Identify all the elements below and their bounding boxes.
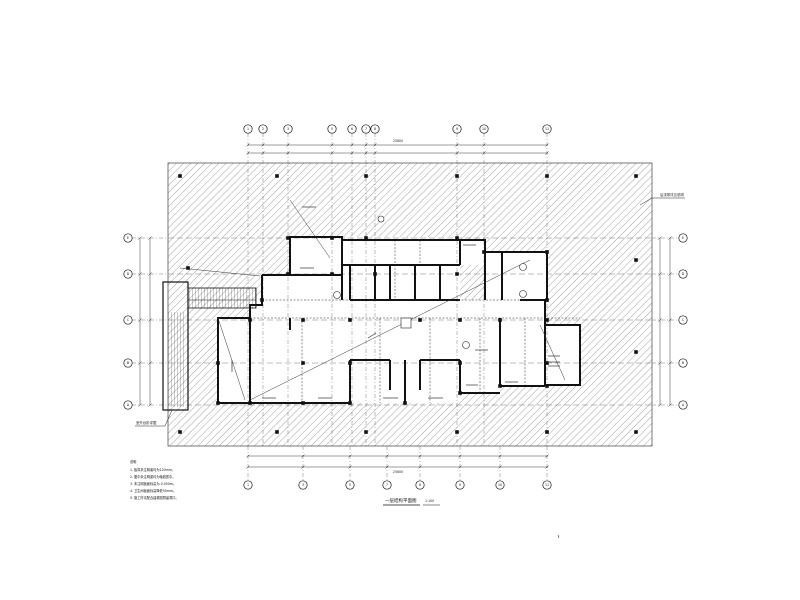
- axis-label: C: [682, 318, 685, 322]
- axis-bubble-bottom: 10: [495, 480, 505, 490]
- axis-label: 6: [351, 127, 353, 131]
- note-item: 1. 板厚未注明者均为120mm。: [130, 467, 175, 472]
- axis-bubbles-top: 1 2 3 5 6 7 8 9 10 11: [243, 124, 552, 134]
- axis-bubble-top: 7: [361, 124, 371, 134]
- axis-bubble-top: 9: [452, 124, 462, 134]
- slab-boundary: [167, 162, 653, 447]
- axis-label: D: [682, 272, 685, 276]
- callout-left-bottom: 室外台阶详图: [135, 409, 173, 427]
- axis-bubble-left: D: [123, 269, 133, 279]
- note-item: 2. 图中未注明梁均为轴线居中。: [130, 474, 176, 479]
- overall-dimension-bottom: 25800: [393, 470, 403, 474]
- callout-right-top: 后浇带详见说明: [639, 192, 685, 206]
- axis-label: 9: [459, 483, 461, 487]
- axis-bubble-right: C: [678, 315, 688, 325]
- axis-bubbles-right: E D C B A: [678, 233, 688, 410]
- axis-label: 11: [545, 127, 549, 131]
- axis-bubble-top: 2: [258, 124, 268, 134]
- axis-bubble-left: E: [123, 233, 133, 243]
- axis-label: E: [127, 236, 129, 240]
- axis-label: 9: [456, 127, 458, 131]
- callout-left-bottom-text: 室外台阶详图: [136, 420, 157, 425]
- axis-label: 8: [374, 127, 376, 131]
- axis-label: B: [682, 361, 684, 365]
- axis-label: 7: [386, 483, 388, 487]
- overall-dimension-top: 25800: [393, 139, 403, 143]
- axis-bubble-left: B: [123, 358, 133, 368]
- axis-bubble-bottom: 11: [542, 480, 552, 490]
- axis-label: 10: [482, 127, 486, 131]
- stray-mark: [557, 534, 560, 539]
- drawing-scale: 1:100: [425, 499, 434, 503]
- axis-bubble-right: B: [678, 358, 688, 368]
- note-item: 3. 未注明板面标高为-0.050m。: [130, 481, 176, 486]
- axis-bubble-bottom: 3: [298, 480, 308, 490]
- axis-label: 10: [498, 483, 502, 487]
- section-markers: [333, 215, 527, 349]
- axis-label: 3: [302, 483, 304, 487]
- axis-bubble-left: A: [123, 400, 133, 410]
- axis-bubble-top: 3: [283, 124, 293, 134]
- axis-bubble-right: D: [678, 269, 688, 279]
- axis-bubble-top: 6: [347, 124, 357, 134]
- axis-label: 8: [419, 483, 421, 487]
- stair-area: [162, 281, 257, 411]
- axis-label: D: [127, 272, 130, 276]
- side-dimension-ticks: [138, 236, 672, 407]
- room-tags: [231, 206, 560, 399]
- axis-label: 11: [545, 483, 549, 487]
- axis-bubble-bottom: 8: [415, 480, 425, 490]
- axis-bubbles-left: E D C B A: [123, 233, 133, 410]
- axis-bubble-bottom: 1: [243, 480, 253, 490]
- axis-label: 2: [262, 127, 264, 131]
- interior-rooms: [218, 237, 580, 403]
- axis-label: 7: [365, 127, 367, 131]
- axis-bubbles-bottom: 1 3 5 7 8 9 10 11: [243, 480, 552, 490]
- axis-bubble-right: E: [678, 233, 688, 243]
- axis-bubble-bottom: 9: [455, 480, 465, 490]
- bottom-dimension-ticks: [246, 454, 549, 469]
- drawing-title: 一层结构平面图: [385, 497, 417, 504]
- side-dimension-lines: [139, 238, 671, 405]
- axis-label: 3: [287, 127, 289, 131]
- axis-label: 1: [247, 483, 249, 487]
- axis-label: 5: [349, 483, 351, 487]
- axis-label: B: [127, 361, 129, 365]
- notes-heading: 说明: [130, 459, 136, 464]
- top-dimension-ticks: [246, 143, 549, 155]
- callout-right-top-text: 后浇带详见说明: [660, 192, 684, 197]
- note-item: 5. 施工时请配合建筑图预留洞口。: [130, 495, 179, 500]
- axis-bubble-top: 8: [370, 124, 380, 134]
- axis-bubble-top: 1: [243, 124, 253, 134]
- diagonal-annotations: [179, 199, 566, 401]
- axis-bubble-top: 10: [479, 124, 489, 134]
- axis-label: 1: [247, 127, 249, 131]
- beams: [250, 240, 580, 403]
- axis-bubble-top: 11: [542, 124, 552, 134]
- drawing-title-block: 一层结构平面图 1:100: [383, 497, 440, 506]
- axis-bubble-bottom: 7: [382, 480, 392, 490]
- axis-bubble-left: C: [123, 315, 133, 325]
- columns: [178, 174, 638, 434]
- axis-label: C: [127, 318, 130, 322]
- axis-label: A: [682, 403, 685, 407]
- bottom-dimension-lines: [248, 455, 548, 468]
- axis-label: E: [682, 236, 684, 240]
- axis-label: A: [127, 403, 130, 407]
- axis-bubble-right: A: [678, 400, 688, 410]
- axis-bubble-bottom: 5: [345, 480, 355, 490]
- axis-label: 5: [331, 127, 333, 131]
- notes-block: 说明 1. 板厚未注明者均为120mm。 2. 图中未注明梁均为轴线居中。 3.…: [130, 459, 179, 500]
- axis-bubble-top: 5: [327, 124, 337, 134]
- note-item: 4. 卫生间板面标高降低50mm。: [130, 488, 176, 493]
- top-dimension-lines: [248, 144, 548, 154]
